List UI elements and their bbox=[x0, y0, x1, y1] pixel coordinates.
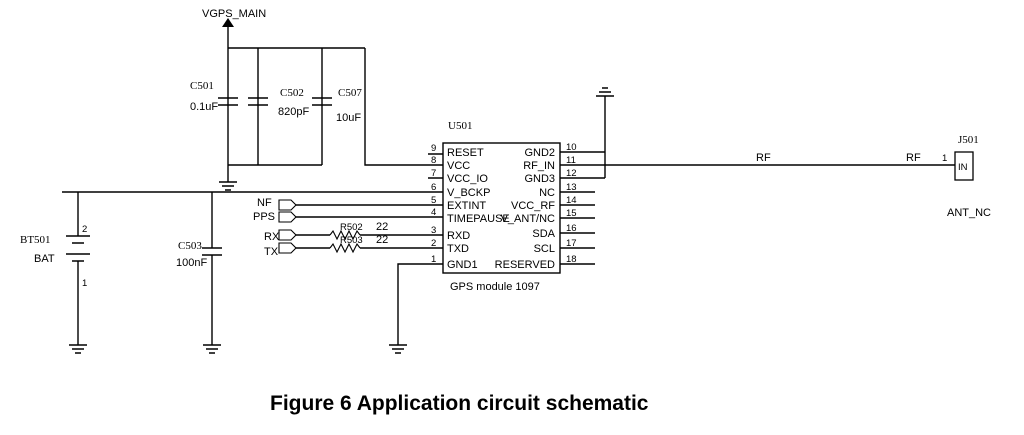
pin-num: 16 bbox=[566, 223, 577, 234]
power-net-label: VGPS_MAIN bbox=[202, 8, 266, 20]
pin-num: 11 bbox=[566, 155, 576, 166]
signal-pps: PPS bbox=[253, 211, 275, 223]
ground-symbol-battery bbox=[69, 344, 87, 354]
pin-num: 3 bbox=[431, 225, 436, 236]
pin-name: V_BCKP bbox=[447, 187, 490, 199]
resistor-r503 bbox=[329, 242, 361, 254]
r502-value: 22 bbox=[376, 221, 388, 233]
pin-num: 15 bbox=[566, 208, 577, 219]
rf-label-1: RF bbox=[756, 152, 771, 164]
ground-symbol-c503 bbox=[203, 344, 221, 354]
pin-num: 2 bbox=[431, 238, 436, 249]
r503-value: 22 bbox=[376, 234, 388, 246]
pin-num: 4 bbox=[431, 207, 436, 218]
c501-value: 0.1uF bbox=[190, 101, 218, 113]
signal-rx: RX bbox=[264, 231, 280, 243]
c507-ref: C507 bbox=[338, 87, 362, 99]
pin-name: V_ANT/NC bbox=[501, 213, 555, 225]
c501-ref: C501 bbox=[190, 80, 214, 92]
module-left-pins: 9 RESET 8 VCC 7 VCC_IO 6 V_BCKP 5 EXTINT… bbox=[428, 143, 510, 271]
pin-num: 7 bbox=[431, 168, 436, 179]
capacitor-c503: C503 100nF bbox=[176, 240, 222, 354]
port-rx-icon bbox=[278, 229, 297, 241]
battery-bt501: 2 1 BT501 BAT bbox=[20, 218, 90, 354]
pin-name: GND1 bbox=[447, 259, 478, 271]
signal-ports: NF PPS RX TX R502 22 R503 22 bbox=[253, 197, 428, 258]
battery-value: BAT bbox=[34, 253, 55, 265]
c502-ref: C502 bbox=[280, 87, 304, 99]
capacitor-c502: C502 820pF bbox=[248, 87, 309, 118]
c503-value: 100nF bbox=[176, 257, 207, 269]
connector-value: ANT_NC bbox=[947, 207, 991, 219]
module-u501: U501 GPS module 1097 9 RESET 8 VCC 7 VCC… bbox=[428, 120, 605, 293]
vgps-main-supply: VGPS_MAIN bbox=[202, 8, 428, 166]
figure-caption: Figure 6 Application circuit schematic bbox=[270, 392, 649, 415]
port-nf-icon bbox=[278, 199, 297, 211]
capacitor-c501: C501 0.1uF bbox=[190, 80, 238, 113]
pin-num: 14 bbox=[566, 195, 577, 206]
pin-name: EXTINT bbox=[447, 200, 486, 212]
module-name: GPS module 1097 bbox=[450, 281, 540, 293]
pin-name: RESERVED bbox=[495, 259, 555, 271]
c503-ref: C503 bbox=[178, 240, 202, 252]
ground-symbol-rf bbox=[596, 87, 614, 97]
pin-num: 18 bbox=[566, 254, 577, 265]
c507-value: 10uF bbox=[336, 112, 361, 124]
pin-num: 10 bbox=[566, 142, 577, 153]
connector-pin-num: 1 bbox=[942, 153, 947, 164]
pin-name: TXD bbox=[447, 243, 469, 255]
backup-bus bbox=[62, 191, 428, 248]
connector-ref: J501 bbox=[958, 134, 979, 146]
pin-name: VCC_RF bbox=[511, 200, 555, 212]
signal-nf: NF bbox=[257, 197, 272, 209]
module-ref: U501 bbox=[448, 120, 472, 132]
pin-num: 13 bbox=[566, 182, 577, 193]
pin-name: SCL bbox=[534, 243, 555, 255]
battery-pin-top: 2 bbox=[82, 224, 87, 235]
pin-name: RF_IN bbox=[523, 160, 555, 172]
pin-num: 6 bbox=[431, 182, 436, 193]
c502-value: 820pF bbox=[278, 106, 309, 118]
pin-name: SDA bbox=[532, 228, 555, 240]
capacitor-c507: C507 10uF bbox=[312, 87, 362, 124]
r503-ref: R503 bbox=[340, 235, 363, 246]
pin-num: 8 bbox=[431, 155, 436, 166]
battery-pin-bottom: 1 bbox=[82, 278, 87, 289]
module-body bbox=[442, 142, 561, 274]
connector-body bbox=[954, 151, 974, 181]
signal-tx: TX bbox=[264, 246, 279, 258]
pin-num: 9 bbox=[431, 143, 436, 154]
battery-ref: BT501 bbox=[20, 234, 51, 246]
connector-j501: IN J501 ANT_NC bbox=[947, 134, 991, 219]
port-tx-icon bbox=[278, 242, 297, 254]
pin-num: 17 bbox=[566, 238, 577, 249]
port-pps-icon bbox=[278, 211, 297, 223]
module-right-pins: GND2 10 RF_IN 11 GND3 12 NC 13 VCC_RF 14… bbox=[495, 142, 605, 271]
pin-name: GND2 bbox=[524, 147, 555, 159]
pin-num: 5 bbox=[431, 195, 436, 206]
power-arrow-icon bbox=[222, 18, 234, 27]
gnd1-net bbox=[389, 263, 428, 354]
pin-name: VCC bbox=[447, 160, 470, 172]
ground-symbol-gnd1 bbox=[389, 344, 407, 354]
pin-num: 12 bbox=[566, 168, 577, 179]
pin-name: RESET bbox=[447, 147, 484, 159]
r502-ref: R502 bbox=[340, 222, 363, 233]
resistor-r502 bbox=[329, 229, 361, 241]
pin-name: RXD bbox=[447, 230, 470, 242]
ground-symbol-caps bbox=[219, 165, 237, 191]
pin-name: TIMEPAUSE bbox=[447, 213, 510, 225]
connector-pin-name: IN bbox=[958, 162, 968, 173]
rf-label-2: RF bbox=[906, 152, 921, 164]
pin-name: VCC_IO bbox=[447, 173, 488, 185]
pin-name: NC bbox=[539, 187, 555, 199]
pin-name: GND3 bbox=[524, 173, 555, 185]
rf-trace: RF RF 1 bbox=[605, 152, 955, 166]
pin-num: 1 bbox=[431, 254, 436, 265]
